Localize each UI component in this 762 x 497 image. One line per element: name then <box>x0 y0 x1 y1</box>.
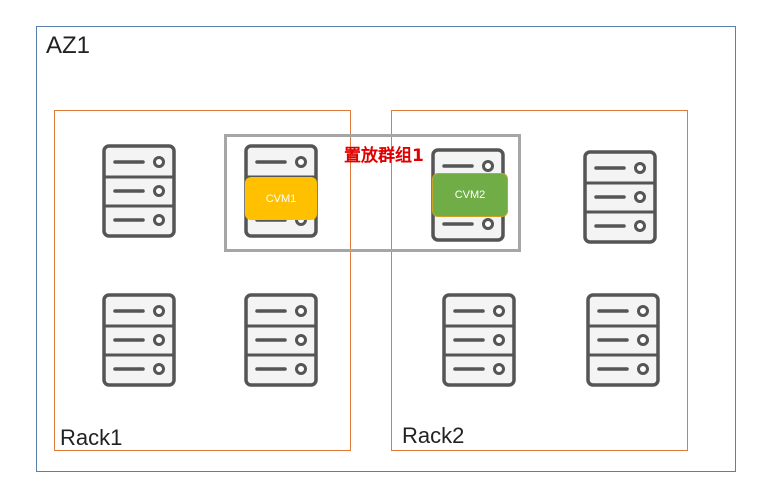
cvm-1-label: CVM1 <box>265 192 297 205</box>
rack-2-label: Rack2 <box>402 423 465 448</box>
cvm-1-block: CVM1 <box>245 177 317 220</box>
server-icon <box>585 292 661 388</box>
availability-zone-box <box>36 26 736 472</box>
rack-2-box <box>391 110 688 451</box>
server-icon <box>101 143 177 239</box>
cvm-2-block: CVM2 <box>432 173 508 217</box>
placement-group-label: 置放群组1 <box>344 146 424 166</box>
server-icon <box>243 292 319 388</box>
server-icon <box>441 292 517 388</box>
availability-zone-label: AZ1 <box>46 32 91 59</box>
rack-1-box <box>54 110 351 451</box>
server-icon <box>101 292 177 388</box>
rack-1-label: Rack1 <box>60 425 123 450</box>
cvm-2-label: CVM2 <box>454 189 486 201</box>
server-icon <box>582 149 658 245</box>
placement-group-box <box>224 134 521 252</box>
